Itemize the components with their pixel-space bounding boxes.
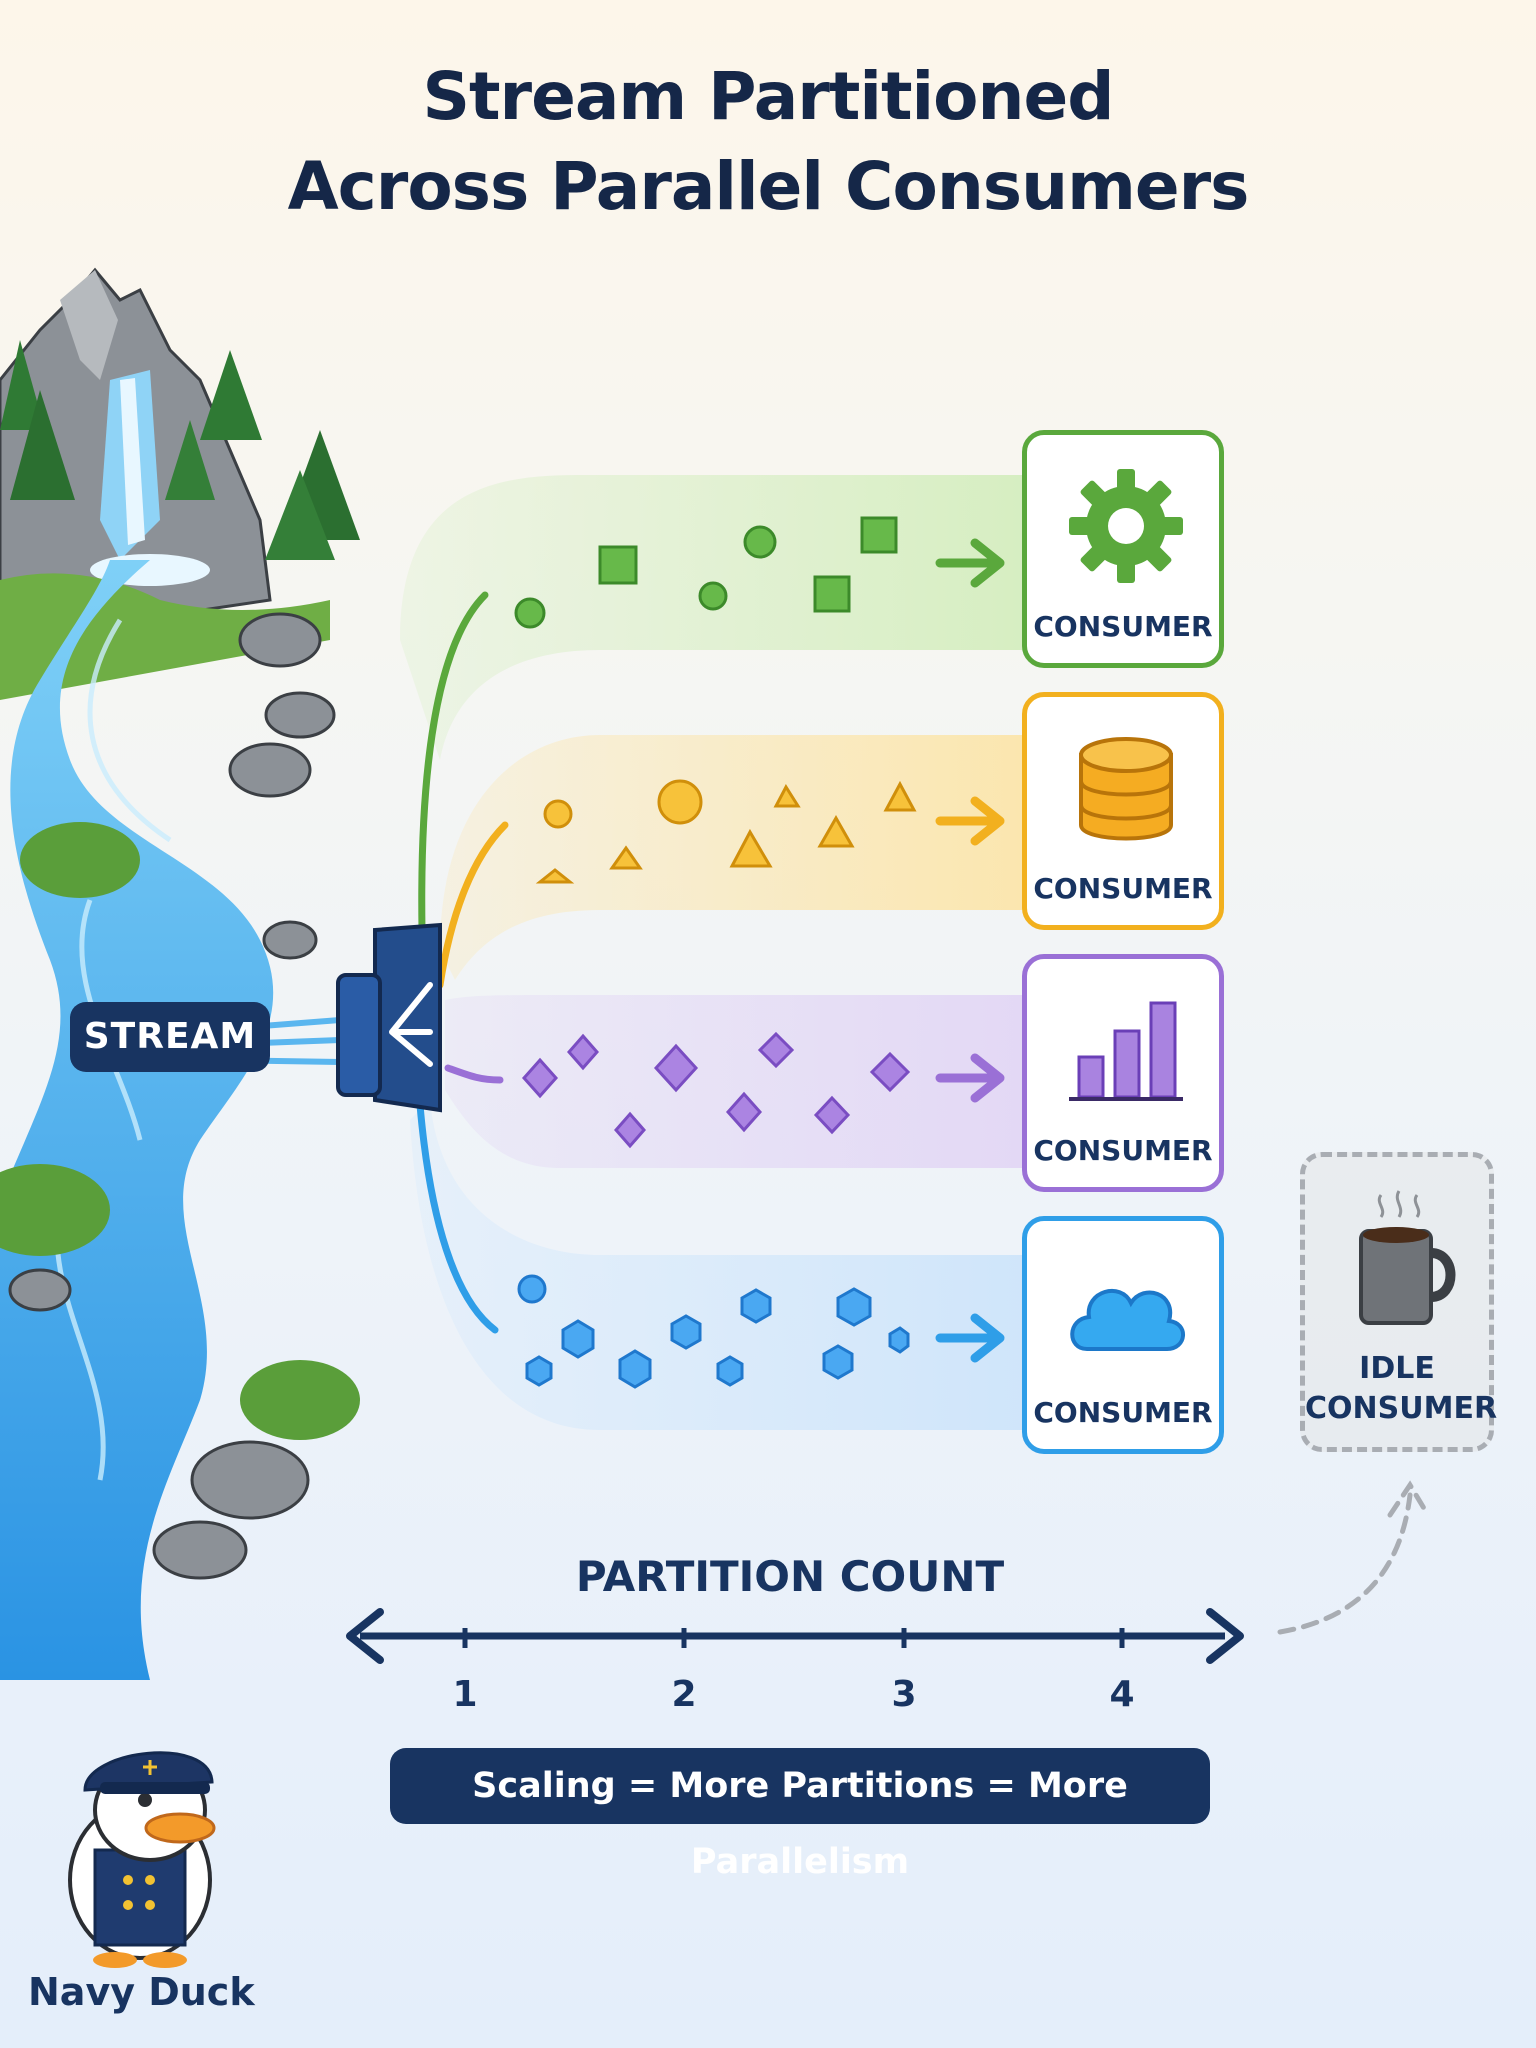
axis-tick-3: 3 (891, 1674, 917, 1715)
pine-trees (0, 340, 360, 560)
idle-label-line-1: IDLE (1359, 1351, 1435, 1386)
database-icon (1079, 737, 1173, 841)
partition-4-arrow (935, 1313, 1005, 1363)
partition-splitter (336, 922, 442, 1113)
consumer-2[interactable]: CONSUMER (1022, 692, 1224, 930)
consumer-3[interactable]: CONSUMER (1022, 954, 1224, 1192)
partition-3-branch (444, 1064, 504, 1084)
consumer-1-label: CONSUMER (1033, 610, 1213, 643)
partition-1-events (514, 516, 898, 629)
scaling-banner: Scaling = More Partitions = More Paralle… (390, 1748, 1210, 1882)
riverbank-rocks (8, 612, 336, 1580)
gear-icon (1069, 469, 1183, 583)
consumer-4-label: CONSUMER (1033, 1396, 1213, 1429)
partition-3-arrow (935, 1053, 1005, 1103)
partition-2-branch (436, 821, 509, 989)
axis-tick-1: 1 (452, 1674, 478, 1715)
consumer-2-label: CONSUMER (1033, 872, 1213, 905)
consumer-4[interactable]: CONSUMER (1022, 1216, 1224, 1454)
partition-count-axis (346, 1608, 1244, 1664)
consumer-3-label: CONSUMER (1033, 1134, 1213, 1167)
brand-name: Navy Duck (28, 1970, 255, 2014)
partition-1-band (400, 474, 1030, 760)
partition-3-events (521, 1031, 911, 1149)
idle-label-line-2: CONSUMER (1305, 1391, 1498, 1426)
idle-dashed-arrow (1277, 1480, 1431, 1635)
partition-2-arrow (935, 796, 1005, 846)
idle-consumer[interactable]: IDLE CONSUMER (1300, 1152, 1498, 1452)
riverbank-bushes (0, 822, 360, 1440)
split-icon (389, 982, 433, 1067)
partition-4-branch (416, 1101, 499, 1334)
diagram-title: Stream Partitioned Across Parallel Consu… (0, 52, 1536, 232)
axis-title: PARTITION COUNT (575, 1552, 1005, 1601)
title-line-1: Stream Partitioned (422, 58, 1114, 135)
idle-consumer-label: IDLE CONSUMER (1305, 1349, 1498, 1429)
axis-tick-2: 2 (671, 1674, 697, 1715)
axis-tick-4: 4 (1109, 1674, 1135, 1715)
cloud-icon (1070, 1288, 1185, 1351)
stream-label: STREAM (70, 1002, 270, 1072)
coffee-mug-icon (1359, 1190, 1456, 1325)
partition-1-branch (418, 591, 489, 934)
title-line-2: Across Parallel Consumers (287, 148, 1250, 225)
partition-2-events (535, 779, 917, 884)
partition-3-band (445, 995, 1030, 1168)
duck-mascot-icon (68, 1751, 216, 1968)
bar-chart-icon (1069, 1001, 1183, 1101)
consumer-1[interactable]: CONSUMER (1022, 430, 1224, 668)
partition-4-events (517, 1274, 910, 1389)
partition-1-arrow (935, 538, 1005, 588)
